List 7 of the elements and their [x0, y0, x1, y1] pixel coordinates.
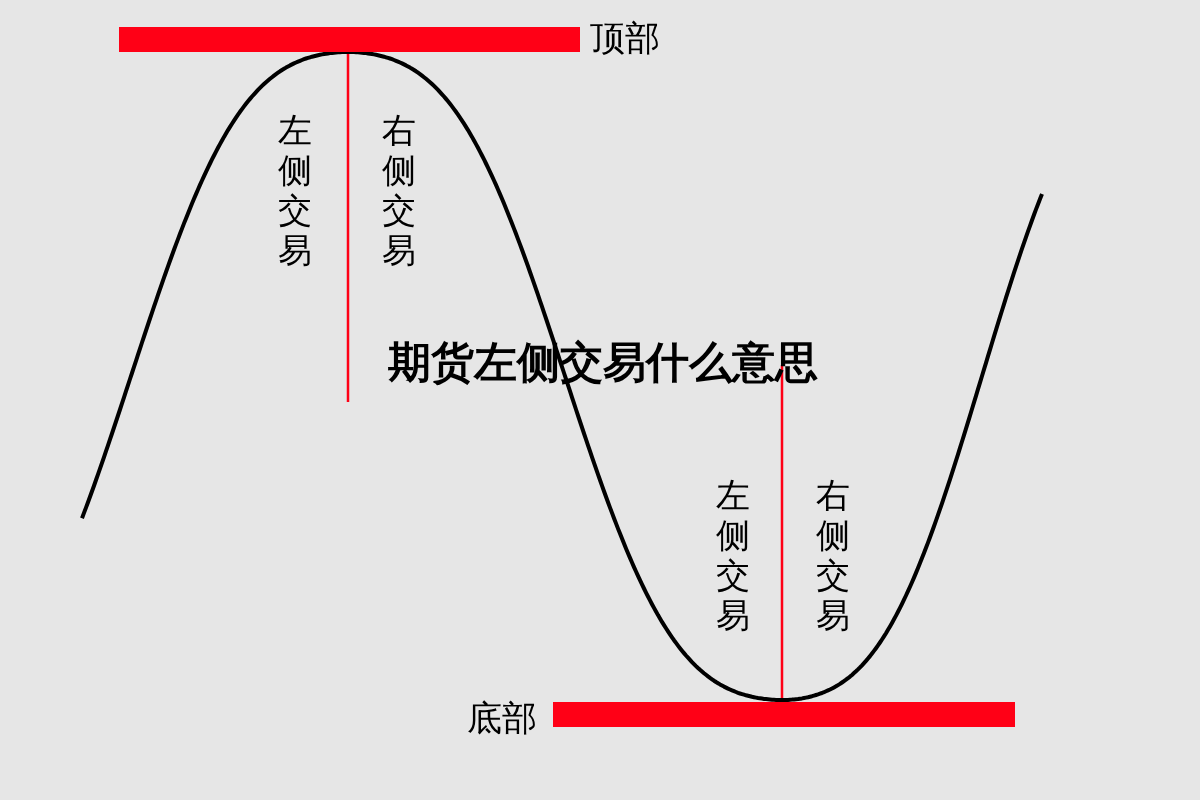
- side-label: 右侧交易: [816, 475, 850, 635]
- side-label: 左侧交易: [716, 475, 750, 635]
- side-label: 右侧交易: [382, 110, 416, 270]
- title: 期货左侧交易什么意思: [388, 341, 818, 384]
- level-label: 底部: [467, 701, 537, 736]
- level-label: 顶部: [590, 21, 660, 56]
- side-label: 左侧交易: [278, 110, 312, 270]
